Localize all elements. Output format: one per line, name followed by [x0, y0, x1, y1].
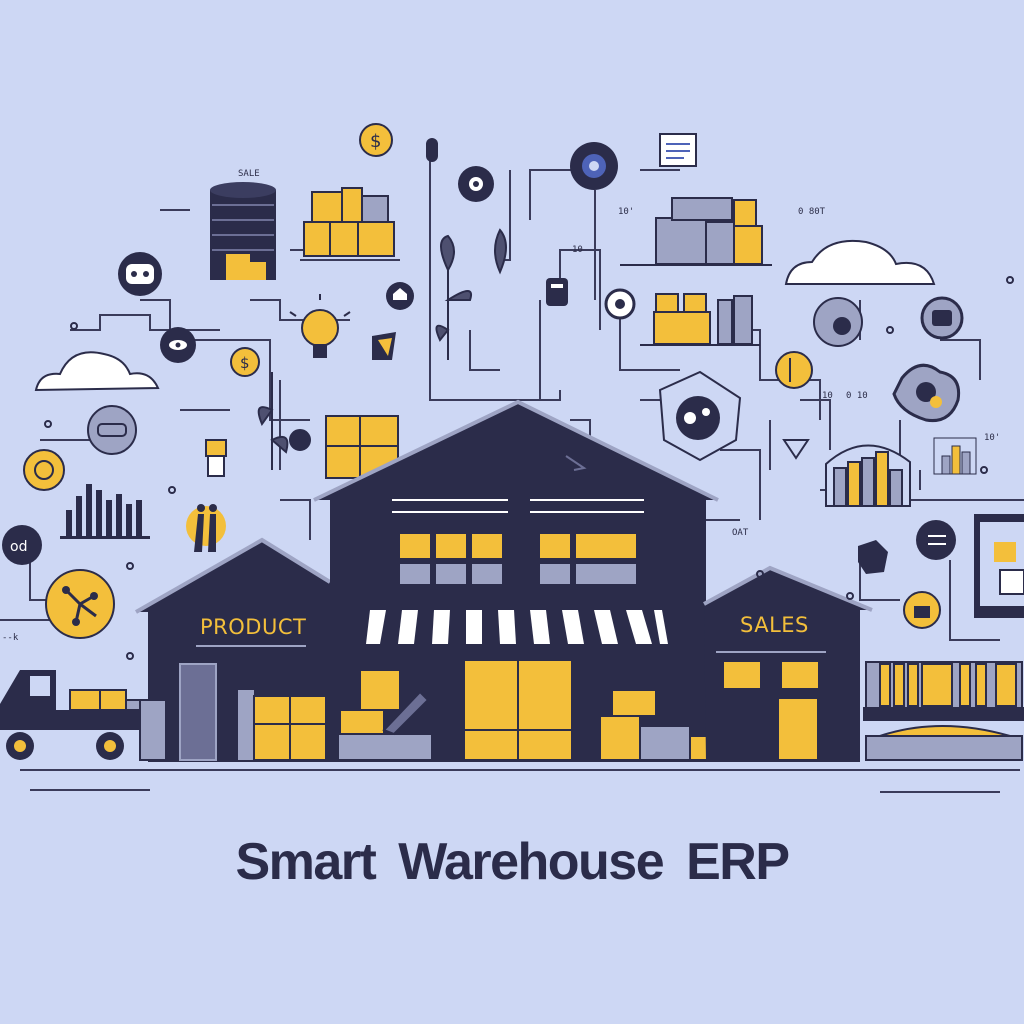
svg-text:od: od: [10, 539, 27, 555]
box-shelf: [640, 293, 760, 346]
awning: [364, 606, 670, 646]
coin-icon: [775, 351, 813, 389]
label-code2: 0 10: [846, 391, 868, 401]
eye-icon: [160, 327, 196, 363]
share-icon: od: [2, 525, 42, 565]
plant-icon: [494, 228, 507, 275]
gear-icon: [570, 142, 618, 190]
label-misc: OAT: [732, 528, 749, 538]
lightbulb-icon: [289, 294, 351, 358]
label-sale: SALE: [238, 169, 260, 179]
network-icon: [45, 569, 115, 639]
flag-icon: [372, 332, 396, 360]
thermometer-icon: [426, 138, 438, 162]
padlock-icon: [903, 591, 941, 629]
database-icon: [210, 182, 276, 280]
mini-warehouse: [825, 444, 911, 507]
plant-icon: [257, 372, 311, 470]
home-icon: [386, 282, 414, 310]
label-code1: 0 80T: [798, 207, 826, 217]
crate-stack: [325, 415, 399, 479]
svg-text:$: $: [370, 131, 381, 152]
settings-cog-icon: [892, 363, 961, 423]
document-icon: [659, 133, 697, 167]
plant-icon: [435, 234, 472, 360]
label-10d: 10': [984, 433, 1000, 443]
people-icon: [186, 504, 226, 552]
sales-building: SALES: [703, 565, 873, 762]
label-10a: 10': [618, 207, 634, 217]
bar-chart-icon: [933, 437, 977, 475]
chat-icon: [916, 520, 956, 560]
svg-text:$: $: [240, 354, 250, 372]
lock-icon: [604, 288, 636, 320]
coin-icon: [23, 449, 65, 491]
cloud-icon: [34, 351, 160, 392]
eye-icon: [458, 166, 494, 202]
truck-icon: [0, 670, 167, 761]
stone-icon: [858, 540, 888, 574]
page-title: Smart Warehouse ERP: [235, 833, 790, 891]
package-icon: [205, 439, 227, 477]
main-warehouse: [313, 399, 725, 762]
product-building: PRODUCT: [135, 537, 332, 762]
location-icon: [813, 297, 863, 347]
storage-racks: [863, 661, 1024, 761]
bar-chart-icon: [60, 484, 150, 539]
idea-burst-icon: [658, 370, 742, 462]
label-10c: 10: [822, 391, 833, 401]
funnel-icon: [782, 439, 810, 460]
calculator-icon: [546, 278, 568, 306]
decor-dots: [44, 276, 1014, 660]
label-10b: 10: [572, 245, 583, 255]
badge-icon: [87, 405, 137, 455]
sales-sign: SALES: [740, 613, 809, 637]
box-stack: [303, 187, 395, 257]
cloud-icon: [784, 239, 936, 285]
shelf-boxes: [620, 197, 772, 266]
product-sign: PRODUCT: [200, 615, 306, 639]
robot-icon: [118, 252, 162, 296]
label-left: --k: [2, 633, 19, 643]
dollar-coin-icon: $: [230, 347, 260, 377]
monitor-icon: [974, 514, 1024, 618]
dollar-coin-icon: $: [359, 123, 393, 157]
camera-icon: [920, 296, 964, 340]
